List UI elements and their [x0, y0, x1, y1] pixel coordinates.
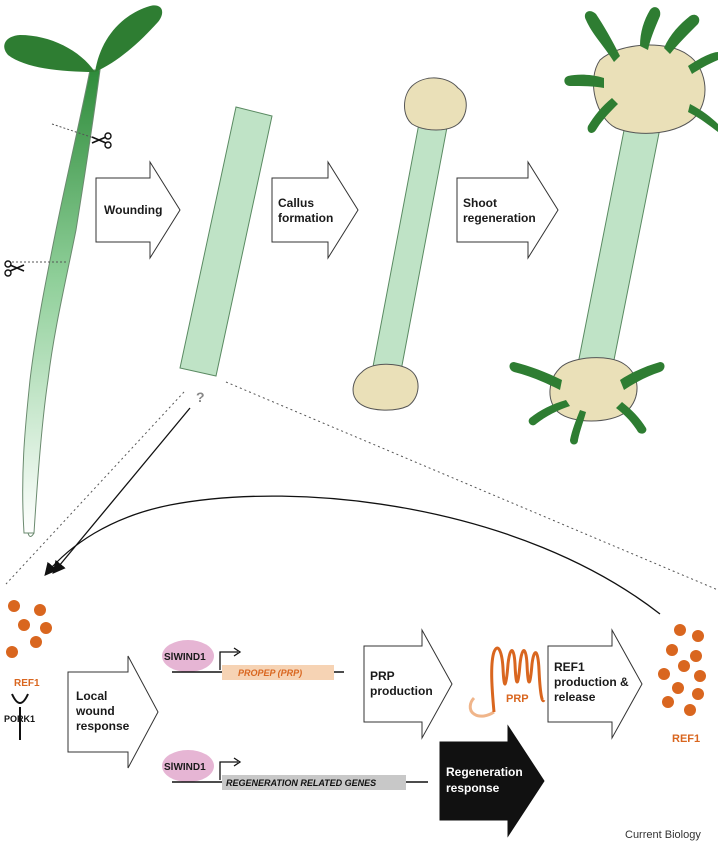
propep-gene-label: PROPEP (PRP): [238, 668, 302, 678]
regenerated-stem: [577, 109, 663, 371]
cotyledon-left: [4, 35, 95, 72]
arrow-callus-formation: Callus formation: [271, 160, 359, 260]
regeneration-response-label-2: response: [446, 781, 500, 795]
arrow-shoot-label-1: Shoot: [463, 196, 497, 210]
arrow-ref1-release: REF1 production & release: [547, 628, 643, 740]
shoots-bottom: [509, 362, 665, 445]
callus-top-regenerated: [593, 44, 706, 134]
arrow-regeneration-response: Regeneration response: [439, 724, 545, 838]
arrow-shoot-regeneration: Shoot regeneration: [456, 160, 559, 260]
arrow-prp-production: PRP production: [363, 628, 453, 740]
ref1-label-left: REF1: [14, 678, 40, 689]
zoom-line-right: [225, 381, 719, 591]
propep-gene-box: [222, 665, 334, 680]
scissors-icon: [91, 132, 112, 149]
siwind1-protein-top: [162, 640, 214, 672]
scissors-icon: [4, 260, 25, 277]
prp-production-label-1: PRP: [370, 669, 395, 683]
ref1-cluster-right: [658, 624, 706, 716]
prp-peptide: [468, 646, 546, 718]
pork1-receptor: [11, 693, 29, 740]
ref1-label-right: REF1: [672, 733, 700, 745]
shoots-top: [564, 7, 718, 133]
arrow-wounding: Wounding: [95, 160, 181, 260]
arrow-shoot-label-2: regeneration: [463, 211, 536, 225]
question-mark: ?: [196, 389, 205, 405]
callus-stem: [371, 117, 449, 377]
seedling: [4, 5, 163, 537]
ref1-release-label-1: REF1: [554, 660, 585, 674]
siwind1-label-top: SlWIND1: [164, 652, 206, 663]
prp-production-label-2: production: [370, 684, 433, 698]
journal-credit: Current Biology: [625, 829, 701, 841]
siwind1-protein-bottom: [162, 750, 214, 782]
arrow-callus-label-2: formation: [278, 211, 333, 225]
prp-label: PRP: [506, 693, 529, 705]
ref1-release-label-3: release: [554, 690, 596, 704]
promoter-arrow-top-icon: [219, 651, 238, 670]
local-wound-label-3: response: [76, 719, 130, 733]
arrow-callus-label-1: Callus: [278, 196, 314, 210]
zoom-line-left: [5, 391, 185, 585]
ref1-release-label-2: production &: [554, 675, 629, 689]
siwind1-label-bottom: SlWIND1: [164, 762, 206, 773]
wounded-stem: [179, 106, 273, 377]
callus-top: [404, 77, 467, 131]
arrow-local-wound-response: Local wound response: [67, 655, 159, 769]
callus-bottom: [352, 363, 419, 411]
cut-line-upper: [51, 123, 101, 141]
seedling-stem: [22, 69, 101, 534]
promoter-arrow-bottom-icon: [219, 761, 238, 780]
arrow-wounding-label-1: Wounding: [104, 203, 162, 217]
ref1-cluster-left: [6, 600, 52, 658]
pork1-label: PORK1: [4, 714, 35, 724]
regeneration-genes-box: [222, 775, 406, 790]
regeneration-genes-label: REGENERATION RELATED GENES: [226, 778, 376, 788]
arrow-feedback-loop: [44, 495, 661, 615]
local-wound-label-2: wound: [75, 704, 115, 718]
local-wound-label-1: Local: [76, 689, 107, 703]
root-tip: [27, 532, 35, 537]
cotyledon-right: [95, 5, 163, 72]
regeneration-response-label-1: Regeneration: [446, 765, 523, 779]
